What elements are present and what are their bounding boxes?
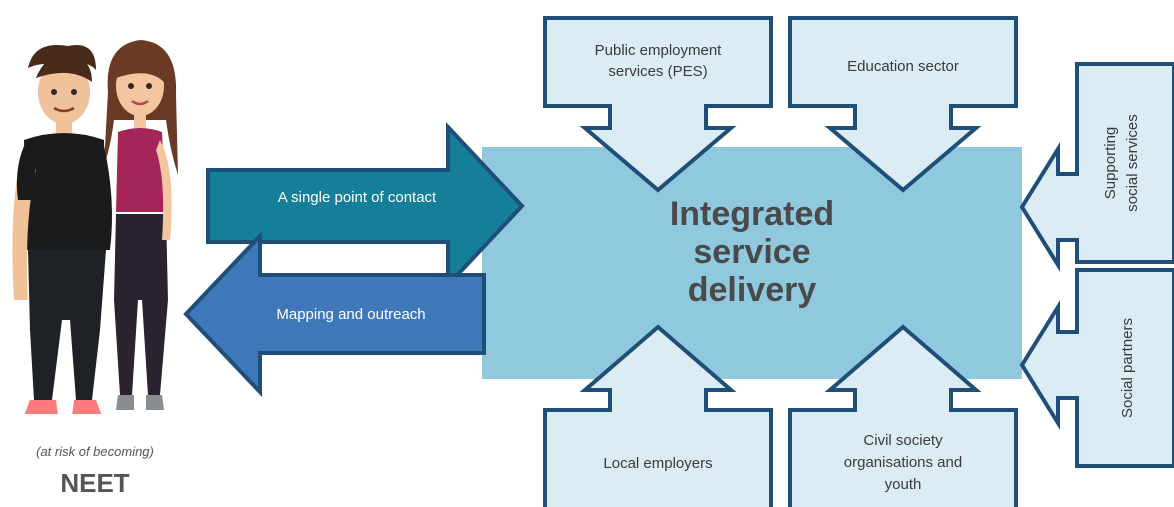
social-partners-callout: Social partners xyxy=(1019,268,1174,468)
supporting-social-services-line1: Supporting xyxy=(1102,127,1119,200)
supporting-social-services-callout: Supporting social services xyxy=(1019,62,1174,273)
education-sector-callout: Education sector xyxy=(788,16,1018,193)
young-woman-figure xyxy=(104,40,178,410)
pes-callout: Public employment services (PES) xyxy=(543,16,773,193)
local-employers-callout: Local employers xyxy=(543,324,773,507)
pes-label-line1: Public employment xyxy=(595,42,723,59)
neet-subtitle: (at risk of becoming) xyxy=(36,444,154,459)
center-title-line1: Integrated xyxy=(670,195,834,233)
civil-society-label-line2: organisations and xyxy=(844,454,962,471)
center-title-line3: delivery xyxy=(688,271,817,309)
young-man-figure xyxy=(12,44,112,418)
civil-society-label-line3: youth xyxy=(885,476,922,493)
center-title-line2: service xyxy=(693,233,810,271)
education-sector-label: Education sector xyxy=(847,58,959,75)
civil-society-label-line1: Civil society xyxy=(863,432,943,449)
mapping-and-outreach-label: Mapping and outreach xyxy=(276,306,425,323)
pes-label-line2: services (PES) xyxy=(608,63,707,80)
young-people-illustration xyxy=(12,40,178,418)
mapping-and-outreach-arrow: Mapping and outreach xyxy=(183,230,486,398)
neet-title: NEET xyxy=(60,468,129,498)
single-point-of-contact-arrow: A single point of contact xyxy=(206,121,525,291)
local-employers-label: Local employers xyxy=(603,455,712,472)
single-point-of-contact-label: A single point of contact xyxy=(278,189,437,206)
integrated-service-delivery-box xyxy=(482,147,1022,379)
supporting-social-services-line2: social services xyxy=(1124,114,1141,212)
social-partners-label: Social partners xyxy=(1119,318,1136,418)
civil-society-callout: Civil society organisations and youth xyxy=(788,324,1018,507)
